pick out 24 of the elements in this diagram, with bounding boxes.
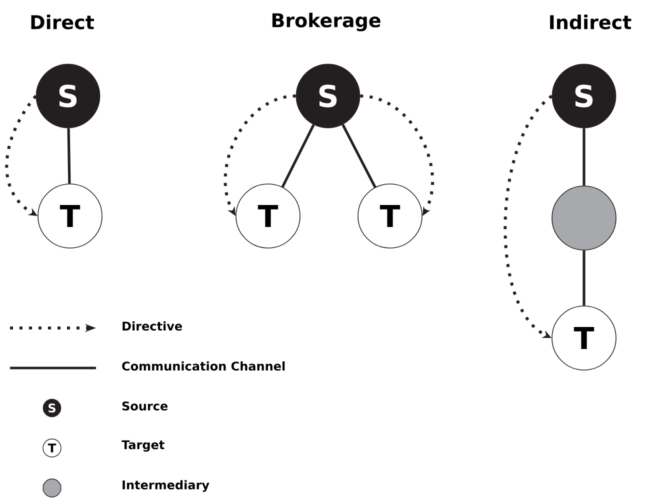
legend-sample: T — [42, 438, 62, 458]
source-node: S — [552, 64, 616, 128]
source-node: S — [36, 64, 100, 128]
target-node: T — [38, 184, 102, 248]
target-node: T — [236, 184, 300, 248]
panel-heading: Indirect — [550, 14, 632, 30]
legend-label: Intermediary — [122, 480, 210, 492]
connector-line — [582, 250, 586, 306]
legend-label: Target — [122, 440, 164, 452]
panel-heading: Direct — [31, 14, 94, 30]
connector-line — [342, 124, 376, 188]
intermediary-node — [552, 186, 616, 250]
legend-label: Directive — [122, 321, 182, 331]
connector-line — [582, 128, 586, 186]
connector-line — [281, 124, 315, 188]
legend-label: Source — [122, 401, 168, 411]
target-node: T — [552, 306, 616, 370]
panel-heading: Brokerage — [272, 12, 380, 32]
connector-line — [67, 128, 71, 184]
legend-label: Communication Channel — [122, 361, 285, 371]
legend-sample: S — [42, 398, 62, 418]
source-node: S — [296, 64, 360, 128]
target-node: T — [358, 184, 422, 248]
arrow — [504, 94, 553, 338]
